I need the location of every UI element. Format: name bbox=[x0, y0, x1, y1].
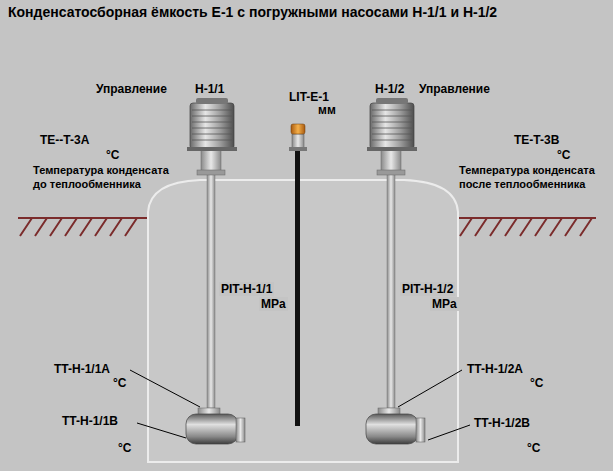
pump-tag: Н-1/2 bbox=[375, 82, 404, 96]
unit-label: °C bbox=[106, 148, 119, 162]
description-text: Температура конденсата до теплообменника bbox=[33, 163, 183, 191]
sensor-tag: TT-H-1/2A bbox=[467, 362, 523, 376]
unit-label: °C bbox=[557, 148, 570, 162]
unit-label: °C bbox=[530, 376, 543, 390]
tank-outline bbox=[148, 180, 458, 462]
pump-h-1-1 bbox=[186, 98, 245, 444]
pump-h-1-2 bbox=[366, 98, 425, 444]
unit-label: °C bbox=[527, 441, 540, 455]
unit-label: мм bbox=[318, 103, 336, 117]
leader-lines bbox=[130, 370, 470, 440]
unit-label: °C bbox=[118, 441, 131, 455]
level-sensor bbox=[289, 124, 307, 151]
sensor-tag: TE--T-3A bbox=[40, 133, 89, 147]
sensor-tag: TE-T-3B bbox=[514, 133, 559, 147]
unit-label: °C bbox=[113, 376, 126, 390]
pump-tag: Н-1/1 bbox=[195, 82, 224, 96]
description-text: Температура конденсата после теплообменн… bbox=[459, 163, 609, 191]
control-label: Управление bbox=[419, 82, 490, 96]
sensor-tag: TT-H-1/1B bbox=[62, 414, 118, 428]
sensor-tag: PIT-H-1/1 bbox=[219, 282, 274, 296]
unit-label: MPa bbox=[430, 297, 459, 311]
sensor-tag: TT-H-1/2B bbox=[474, 416, 530, 430]
control-label: Управление bbox=[96, 82, 167, 96]
level-rod bbox=[295, 150, 300, 426]
unit-label: MPa bbox=[259, 297, 288, 311]
diagram-title: Конденсатосборная ёмкость Е-1 с погружны… bbox=[8, 4, 497, 21]
sensor-tag: PIT-H-1/2 bbox=[400, 282, 455, 296]
sensor-tag: TT-H-1/1A bbox=[54, 362, 110, 376]
sensor-tag: LIT-E-1 bbox=[289, 90, 329, 104]
